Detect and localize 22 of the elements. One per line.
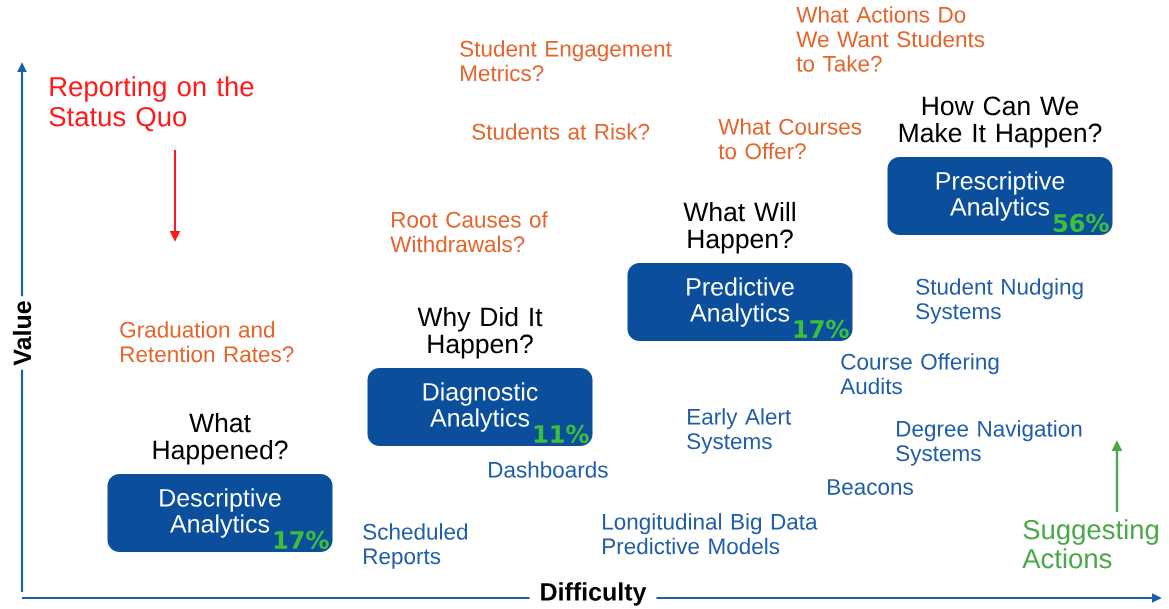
question-heading: Why Did It Happen? xyxy=(417,306,543,359)
percentage-label: 17% xyxy=(794,319,849,338)
question-text: What Courses to Offer? xyxy=(718,118,862,160)
question-heading: What Will Happen? xyxy=(683,201,795,254)
example-text: Beacons xyxy=(828,479,913,495)
example-text: Early Alert Systems xyxy=(687,408,792,454)
question-heading: How Can We Make It Happen? xyxy=(899,96,1102,148)
axis-label: Value xyxy=(8,296,36,370)
axis-label: Difficulty xyxy=(529,581,657,607)
question-text: What Actions Do We Want Students to Take? xyxy=(796,6,985,72)
example-text: Scheduled Reports xyxy=(363,523,468,569)
example-text: Degree Navigation Systems xyxy=(896,420,1082,466)
example-text: Course Offering Audits xyxy=(840,353,999,395)
question-text: Student Engagement Metrics? xyxy=(460,40,672,82)
example-text: Longitudinal Big Data Predictive Models xyxy=(603,513,818,555)
heading-text: Reporting on the Status Quo xyxy=(49,76,254,132)
question-heading: What Happened? xyxy=(153,412,288,465)
heading-text: Suggesting Actions xyxy=(1022,519,1158,569)
example-text: Student Nudging Systems xyxy=(916,278,1083,324)
question-text: Root Causes of Withdrawals? xyxy=(390,211,548,253)
question-text: Students at Risk? xyxy=(472,123,650,140)
question-text: Graduation and Retention Rates? xyxy=(120,321,294,363)
